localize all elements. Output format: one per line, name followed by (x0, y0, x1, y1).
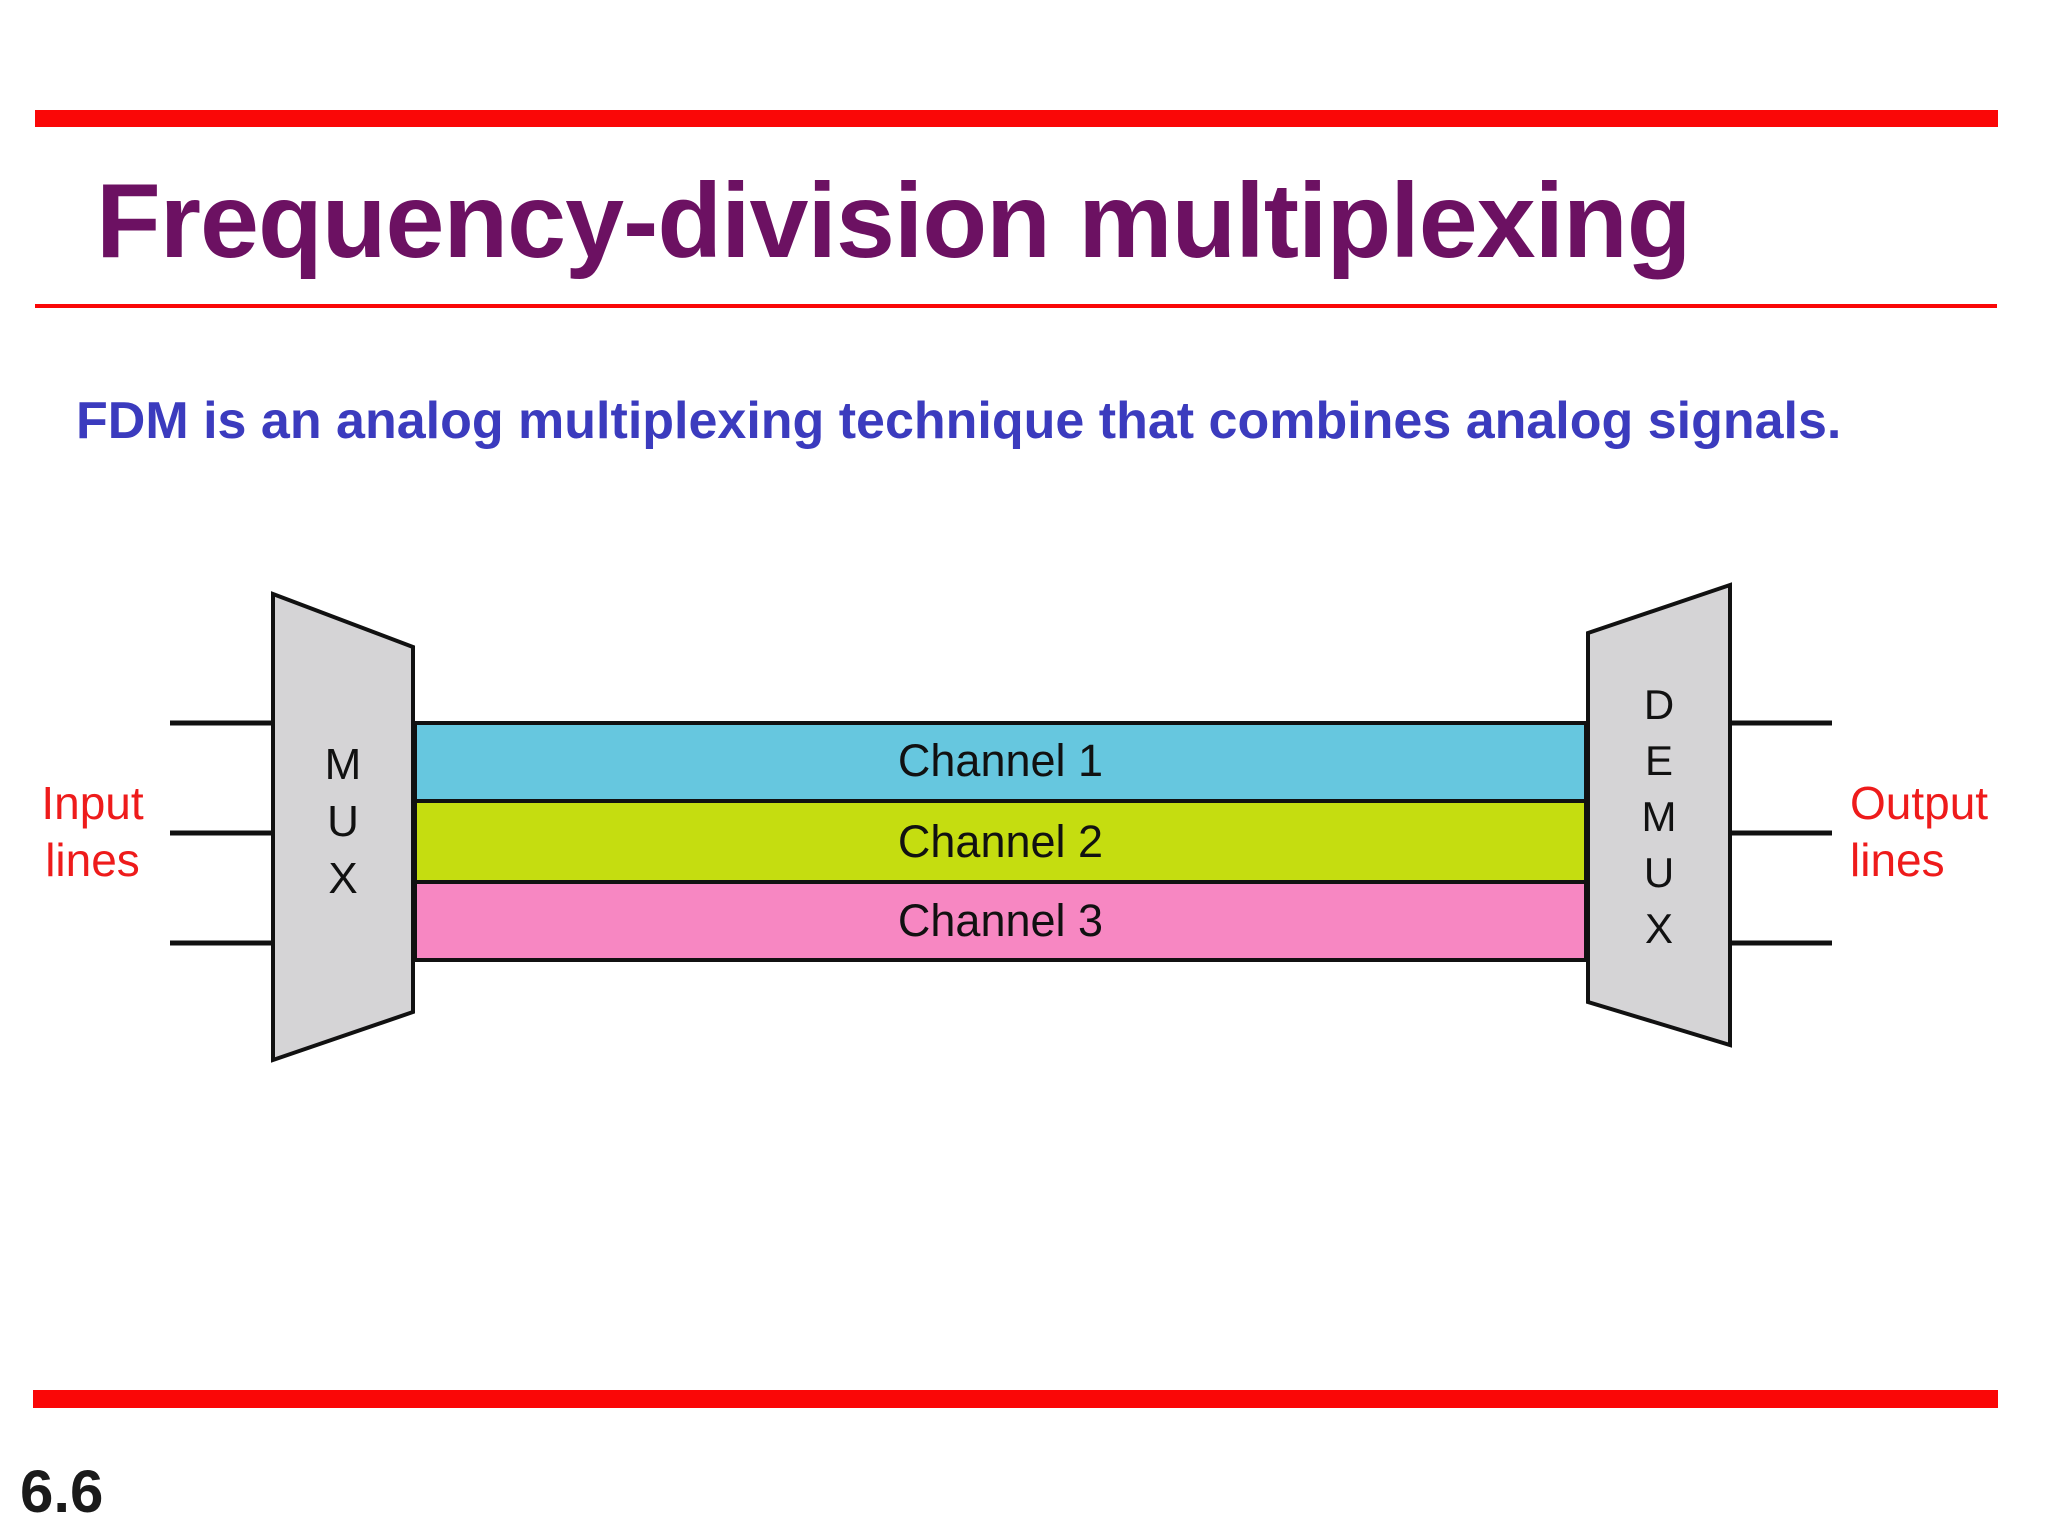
page-title: Frequency-division multiplexing (96, 162, 1692, 280)
input-lines (170, 720, 277, 946)
demux-shape (1586, 582, 1732, 1048)
output-lines (1726, 720, 1832, 946)
channel-3-label: Channel 3 (897, 895, 1104, 946)
slide-number: 6.6 (20, 1458, 104, 1525)
channel-1-label: Channel 1 (897, 735, 1104, 786)
channel-2-bar: Channel 2 (417, 799, 1584, 880)
demux-label: D E M U X (1641, 681, 1677, 952)
bottom-accent-bar (33, 1390, 1998, 1408)
channel-2-label: Channel 2 (897, 816, 1104, 867)
mux-shape (271, 591, 415, 1063)
top-accent-bar (35, 110, 1998, 127)
title-underline-rule (35, 304, 1997, 308)
channel-stack: Channel 1 Channel 2 Channel 3 (413, 721, 1588, 962)
channel-1-bar: Channel 1 (417, 725, 1584, 799)
input-lines-label: Input lines (41, 777, 144, 886)
mux-label: M U X (324, 740, 362, 903)
channel-3-bar: Channel 3 (417, 880, 1584, 958)
output-lines-label: Output lines (1850, 777, 1989, 886)
subtitle-statement: FDM is an analog multiplexing technique … (76, 392, 1842, 450)
